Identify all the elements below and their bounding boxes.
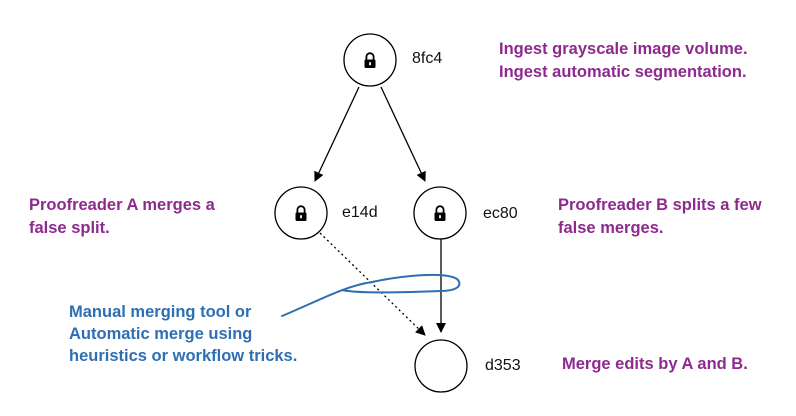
annotation-left: Proofreader A merges a false split. xyxy=(29,194,215,240)
handwritten-scribble xyxy=(281,273,461,317)
node-8fc4 xyxy=(343,33,397,87)
annotation-right-line2: false merges. xyxy=(558,219,664,237)
annotation-right: Proofreader B splits a few false merges. xyxy=(558,194,762,240)
node-label-ec80: ec80 xyxy=(483,205,518,222)
annotation-left-line1: Proofreader A merges a xyxy=(29,196,215,214)
node-ec80 xyxy=(413,186,467,240)
annotation-blue: Manual merging tool or Automatic merge u… xyxy=(69,301,297,367)
annotation-blue-line2: Automatic merge using xyxy=(69,325,253,343)
annotation-blue-line3: heuristics or workflow tricks. xyxy=(69,347,298,365)
annotation-bottom-right: Merge edits by A and B. xyxy=(562,355,748,373)
annotation-left-line2: false split. xyxy=(29,219,110,237)
edge-8fc4-ec80 xyxy=(380,86,426,182)
node-label-8fc4: 8fc4 xyxy=(412,50,443,67)
annotation-top-line1: Ingest grayscale image volume. xyxy=(499,40,748,58)
node-label-d353: d353 xyxy=(485,357,521,374)
edge-e14d-d353 xyxy=(319,232,426,336)
annotation-right-line1: Proofreader B splits a few xyxy=(558,196,762,214)
node-e14d xyxy=(274,186,328,240)
node-d353 xyxy=(414,339,468,393)
annotation-top-line2: Ingest automatic segmentation. xyxy=(499,63,747,81)
node-label-e14d: e14d xyxy=(342,204,378,221)
edge-8fc4-e14d xyxy=(314,86,360,182)
annotation-top: Ingest grayscale image volume. Ingest au… xyxy=(499,38,748,84)
annotation-blue-line1: Manual merging tool or xyxy=(69,303,252,321)
